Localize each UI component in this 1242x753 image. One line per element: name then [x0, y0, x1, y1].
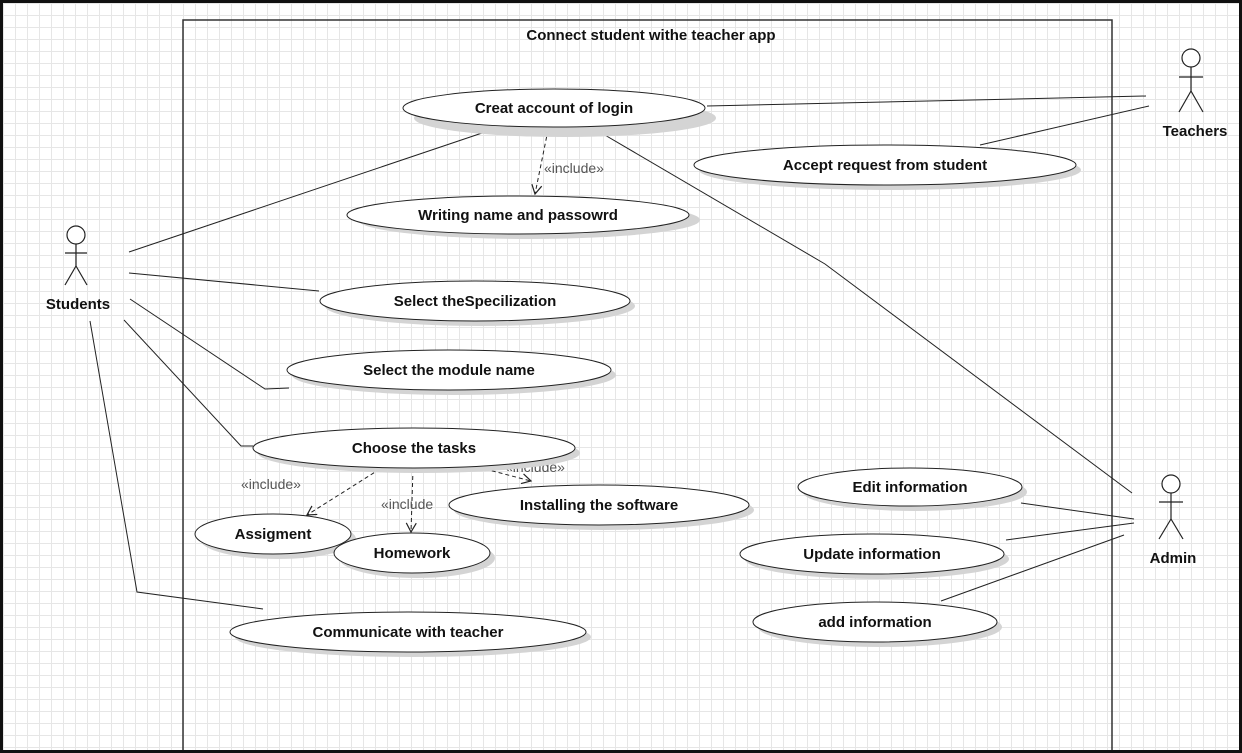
- assoc-students-specialization: [128, 272, 320, 292]
- use-case-module-label: Select the module name: [363, 362, 535, 379]
- use-case-tasks[interactable]: Choose the tasks: [252, 427, 580, 473]
- use-case-communicate-label: Communicate with teacher: [313, 624, 504, 641]
- assoc-teachers-accept: [979, 105, 1150, 146]
- use-case-writing-label: Writing name and passowrd: [418, 207, 618, 224]
- include-tasks-assignment-line: [305, 468, 381, 516]
- use-case-login-label: Creat account of login: [475, 100, 633, 117]
- include-label-tasks-homework: «include: [381, 496, 433, 512]
- assoc-students-login: [128, 129, 492, 253]
- actor-students-head: [66, 225, 86, 245]
- system-title: Connect student withe teacher app: [526, 27, 775, 44]
- actor-teachers-head: [1181, 48, 1201, 68]
- use-case-assignment[interactable]: Assigment: [194, 513, 356, 559]
- use-case-edit-label: Edit information: [853, 479, 968, 496]
- include-tasks-installing-line: [484, 468, 533, 485]
- assoc-students-tasks: [123, 319, 253, 447]
- include-tasks-homework-line: [405, 468, 417, 534]
- include-login-writing-line: [531, 129, 549, 196]
- assoc-admin-update: [1005, 522, 1135, 541]
- include-label-tasks-assignment: «include»: [241, 476, 301, 492]
- association-lines: [89, 95, 1150, 610]
- use-case-diagram: Connect student withe teacher app «in: [46, 19, 1228, 750]
- use-case-homework-label: Homework: [374, 545, 451, 562]
- use-case-assignment-label: Assigment: [235, 526, 312, 543]
- include-dependencies: [305, 129, 549, 534]
- assoc-admin-add: [940, 534, 1125, 602]
- use-case-specialization[interactable]: Select theSpecilization: [319, 280, 635, 326]
- assoc-students-module: [129, 298, 290, 390]
- actor-students[interactable]: [64, 225, 88, 286]
- use-case-edit[interactable]: Edit information: [797, 467, 1027, 511]
- use-case-login[interactable]: Creat account of login: [402, 88, 716, 137]
- assoc-teachers-login: [706, 95, 1147, 107]
- actor-admin[interactable]: [1158, 474, 1184, 540]
- use-case-module[interactable]: Select the module name: [286, 349, 616, 395]
- use-case-tasks-label: Choose the tasks: [352, 440, 476, 457]
- actor-teachers-label: Teachers: [1163, 123, 1228, 140]
- assoc-admin-login: [597, 130, 1133, 494]
- actor-admin-label: Admin: [1150, 550, 1197, 567]
- include-label-login-writing: «include»: [544, 160, 604, 176]
- actor-students-label: Students: [46, 296, 110, 313]
- actor-teachers[interactable]: [1178, 48, 1204, 113]
- assoc-students-communicate: [89, 320, 264, 610]
- use-case-accept-label: Accept request from student: [783, 157, 987, 174]
- use-case-writing[interactable]: Writing name and passowrd: [346, 195, 700, 239]
- use-case-add[interactable]: add information: [752, 601, 1002, 647]
- use-case-update[interactable]: Update information: [739, 533, 1009, 579]
- assoc-admin-edit: [1020, 502, 1135, 520]
- use-case-specialization-label: Select theSpecilization: [394, 293, 557, 310]
- use-case-homework[interactable]: Homework: [333, 532, 495, 578]
- actor-admin-head: [1161, 474, 1181, 494]
- use-case-installing[interactable]: Installing the software: [448, 484, 754, 530]
- use-case-accept[interactable]: Accept request from student: [693, 144, 1081, 190]
- system-boundary: [182, 19, 1113, 750]
- use-case-add-label: add information: [818, 614, 931, 631]
- use-case-installing-label: Installing the software: [520, 497, 678, 514]
- use-case-update-label: Update information: [803, 546, 941, 563]
- use-case-communicate[interactable]: Communicate with teacher: [229, 611, 591, 657]
